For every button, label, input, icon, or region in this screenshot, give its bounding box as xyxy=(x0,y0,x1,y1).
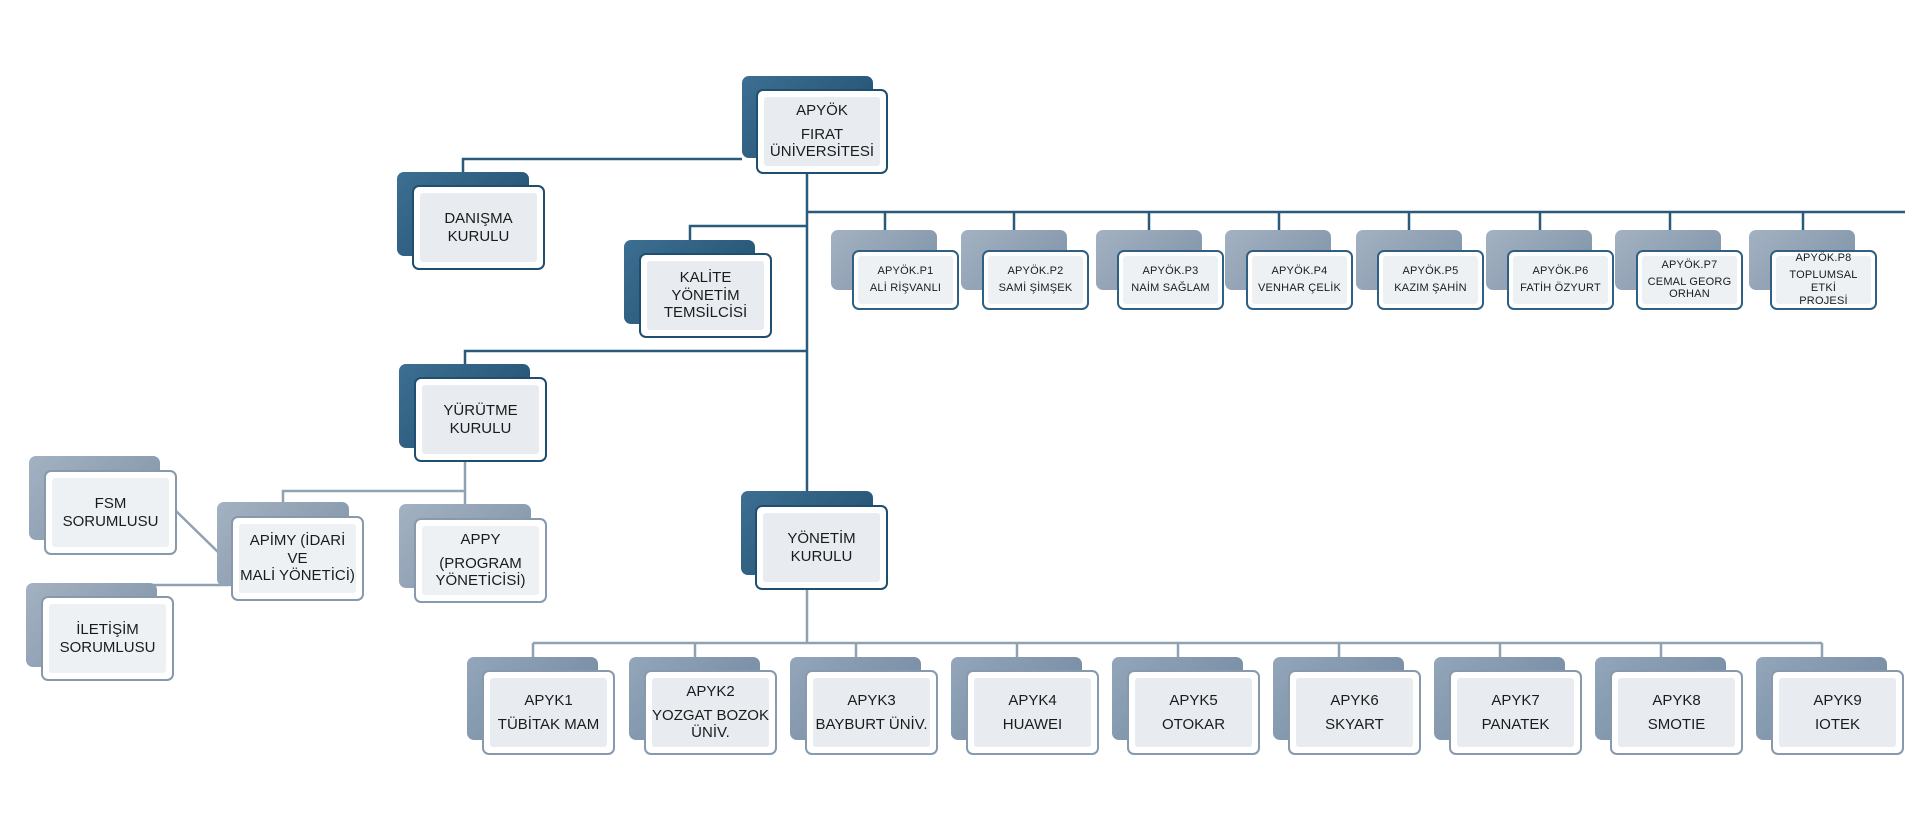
node-p-member: APYÖK.P7 CEMAL GEORG ORHAN xyxy=(1615,230,1743,310)
connector-fsm xyxy=(175,510,219,553)
p-member-name: SAMİ ŞİMŞEK xyxy=(998,282,1073,294)
p-member-code: APYÖK.P8 xyxy=(1795,252,1852,265)
node-yonetim-kurulu: YÖNETİM KURULU xyxy=(741,491,888,590)
node-iletisim-sorumlusu: İLETİŞİM SORUMLUSU xyxy=(26,583,174,681)
p-member-code: APYÖK.P7 xyxy=(1661,258,1718,271)
node-kalite-yonetim: KALİTE YÖNETİM TEMSİLCİSİ xyxy=(624,240,772,338)
p-member-name: NAİM SAĞLAM xyxy=(1131,282,1210,294)
node-partner-apyk6: APYK6 SKYART xyxy=(1273,657,1421,755)
p-member-name: VENHAR ÇELİK xyxy=(1257,282,1342,294)
partner-code: APYK1 xyxy=(524,691,573,709)
connector-danisma xyxy=(461,157,742,172)
partner-code: APYK3 xyxy=(847,691,896,709)
kalite-label: KALİTE YÖNETİM TEMSİLCİSİ xyxy=(663,268,748,322)
node-partner-apyk2: APYK2 YOZGAT BOZOK ÜNİV. xyxy=(629,657,777,755)
apyok-title: APYÖK xyxy=(796,101,848,119)
partner-name: PANATEK xyxy=(1481,715,1550,733)
node-partner-apyk7: APYK7 PANATEK xyxy=(1434,657,1582,755)
p-member-name: TOPLUMSAL ETKİ PROJESİ xyxy=(1789,269,1858,307)
node-partner-apyk1: APYK1 TÜBİTAK MAM xyxy=(467,657,615,755)
connector-yurutme xyxy=(463,349,807,366)
connector-kalite xyxy=(688,224,807,240)
partner-code: APYK9 xyxy=(1813,691,1862,709)
node-p-member: APYÖK.P4 VENHAR ÇELİK xyxy=(1225,230,1353,310)
node-p-member: APYÖK.P1 ALİ RİŞVANLI xyxy=(831,230,959,310)
p-member-code: APYÖK.P1 xyxy=(877,265,934,278)
p-member-name: FATİH ÖZYURT xyxy=(1520,282,1601,294)
fsm-label: FSM SORUMLUSU xyxy=(62,494,159,530)
partner-name: OTOKAR xyxy=(1161,715,1226,733)
yurutme-label: YÜRÜTME KURULU xyxy=(443,401,518,437)
yonetim-label: YÖNETİM KURULU xyxy=(787,529,856,565)
node-partner-apyk9: APYK9 IOTEK xyxy=(1756,657,1904,755)
node-apyok: APYÖK FIRAT ÜNİVERSİTESİ xyxy=(742,76,888,174)
node-partner-apyk5: APYK5 OTOKAR xyxy=(1112,657,1260,755)
node-partner-apyk8: APYK8 SMOTIE xyxy=(1595,657,1743,755)
node-appy: APPY (PROGRAM YÖNETİCİSİ) xyxy=(399,504,547,603)
partner-name: IOTEK xyxy=(1814,715,1860,733)
node-yurutme-kurulu: YÜRÜTME KURULU xyxy=(399,364,547,462)
apimy-label: APİMY (İDARİ VE MALİ YÖNETİCİ) xyxy=(240,531,355,585)
p-member-code: APYÖK.P2 xyxy=(1007,265,1064,278)
appy-title: APPY xyxy=(460,530,501,548)
node-fsm-sorumlusu: FSM SORUMLUSU xyxy=(29,456,177,555)
node-danisma-kurulu: DANIŞMA KURULU xyxy=(397,172,545,270)
node-p-member: APYÖK.P5 KAZIM ŞAHİN xyxy=(1356,230,1484,310)
p-member-code: APYÖK.P4 xyxy=(1271,265,1328,278)
node-apyok-label: APYÖK FIRAT ÜNİVERSİTESİ xyxy=(764,97,880,166)
p-member-name: KAZIM ŞAHİN xyxy=(1394,282,1467,294)
p-member-code: APYÖK.P6 xyxy=(1532,265,1589,278)
partner-name: YOZGAT BOZOK ÜNİV. xyxy=(652,706,769,742)
partner-name: SKYART xyxy=(1325,715,1384,733)
node-partner-apyk3: APYK3 BAYBURT ÜNİV. xyxy=(790,657,938,755)
partner-code: APYK2 xyxy=(686,682,735,700)
partner-code: APYK6 xyxy=(1330,691,1379,709)
partner-name: BAYBURT ÜNİV. xyxy=(815,715,928,733)
p-member-name: ALİ RİŞVANLI xyxy=(869,282,942,294)
apyok-subtitle: FIRAT ÜNİVERSİTESİ xyxy=(769,125,875,161)
partner-name: SMOTIE xyxy=(1647,715,1706,733)
p-member-name: CEMAL GEORG ORHAN xyxy=(1647,275,1732,301)
node-partner-apyk4: APYK4 HUAWEI xyxy=(951,657,1099,755)
node-p-member: APYÖK.P3 NAİM SAĞLAM xyxy=(1096,230,1224,310)
partner-name: HUAWEI xyxy=(1002,715,1063,733)
connector-apimy xyxy=(281,462,467,504)
partner-code: APYK4 xyxy=(1008,691,1057,709)
node-apimy: APİMY (İDARİ VE MALİ YÖNETİCİ) xyxy=(217,502,364,601)
node-p-member: APYÖK.P2 SAMİ ŞİMŞEK xyxy=(961,230,1089,310)
danisma-label: DANIŞMA KURULU xyxy=(444,209,513,245)
node-p-member: APYÖK.P8 TOPLUMSAL ETKİ PROJESİ xyxy=(1749,230,1877,310)
partner-code: APYK5 xyxy=(1169,691,1218,709)
node-p-member: APYÖK.P6 FATİH ÖZYURT xyxy=(1486,230,1614,310)
p-member-code: APYÖK.P3 xyxy=(1142,265,1199,278)
partner-code: APYK7 xyxy=(1491,691,1540,709)
appy-subtitle: (PROGRAM YÖNETİCİSİ) xyxy=(435,554,526,590)
p-member-code: APYÖK.P5 xyxy=(1402,265,1459,278)
partner-code: APYK8 xyxy=(1652,691,1701,709)
iletisim-label: İLETİŞİM SORUMLUSU xyxy=(59,620,156,656)
partner-name: TÜBİTAK MAM xyxy=(497,715,600,733)
